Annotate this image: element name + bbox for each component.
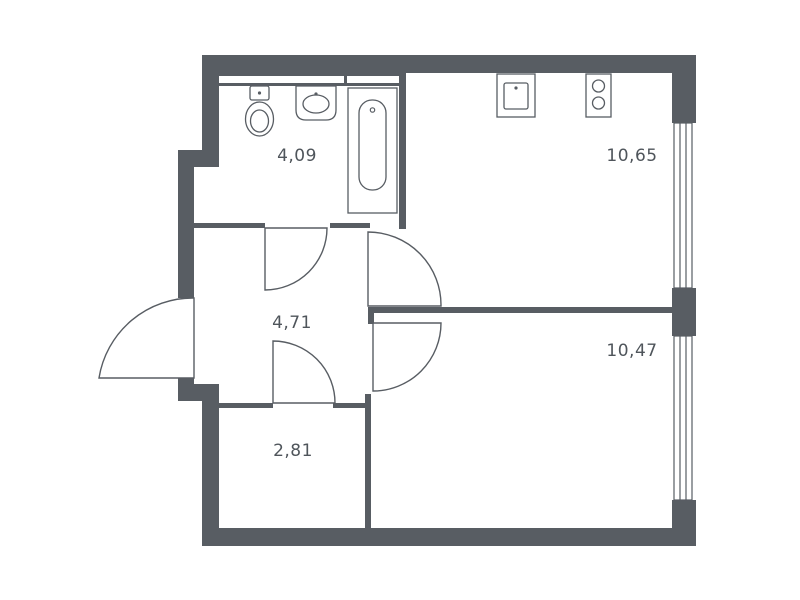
bedroom-window: [673, 335, 693, 501]
wall-kitchen-bedroom-end: [368, 307, 374, 324]
wall-storage-top-left: [219, 403, 273, 408]
fixtures: [244, 73, 612, 214]
wall-left-lower: [202, 384, 219, 546]
toilet-icon: [244, 85, 275, 137]
storage-door: [272, 340, 336, 404]
doors: [98, 227, 442, 404]
kitchen-window: [673, 122, 693, 289]
bathroom-door: [264, 227, 328, 291]
bathtub-icon: [347, 87, 398, 214]
area-labels: 4,09 10,65 4,71 10,47 2,81: [272, 146, 657, 461]
stove-icon: [585, 73, 612, 118]
wall-right-top: [672, 55, 696, 123]
kitchen-sink-icon: [496, 73, 536, 118]
wall-storage-bedroom: [365, 394, 371, 528]
wall-bath-kitchen: [399, 55, 406, 229]
hallway-area-label: 4,71: [272, 313, 312, 333]
bedroom-door: [372, 322, 442, 392]
wall-left-upper: [202, 55, 219, 158]
sink-icon: [295, 85, 337, 121]
kitchen-area-label: 10,65: [606, 146, 657, 166]
wall-bath-bottom-left: [194, 223, 265, 228]
bedroom-area-label: 10,47: [606, 341, 657, 361]
outer-walls: [178, 55, 696, 546]
wall-bottom: [202, 528, 696, 546]
bathroom-area-label: 4,09: [277, 146, 317, 166]
wall-kitchen-bedroom: [368, 307, 673, 313]
wall-right-middle: [672, 288, 696, 336]
interior-walls: [194, 55, 673, 528]
wall-left-entrance-top: [178, 150, 194, 298]
wall-bath-bottom-right: [330, 223, 370, 228]
entrance-door: [98, 297, 195, 379]
wall-top: [202, 55, 695, 73]
storage-area-label: 2,81: [273, 441, 313, 461]
windows: [673, 122, 693, 501]
bath-ledge-top: [219, 73, 400, 76]
wall-storage-top-right: [333, 403, 371, 408]
kitchen-door: [367, 231, 442, 307]
bath-ledge-bottom: [219, 83, 400, 86]
bath-ledge-divider: [344, 73, 347, 86]
